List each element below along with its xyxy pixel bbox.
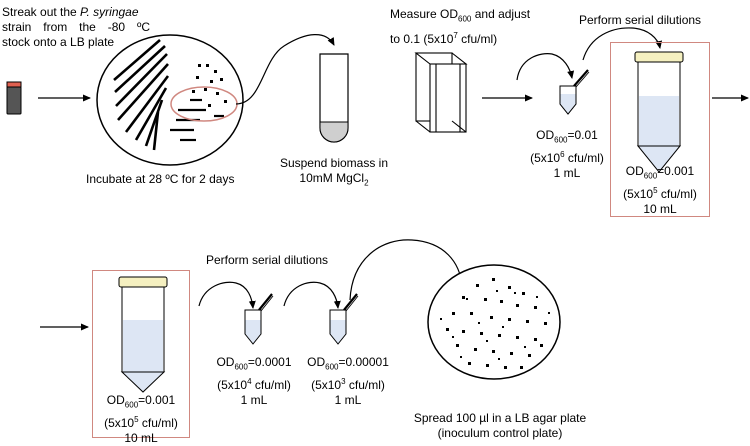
- highlight-box: [92, 270, 190, 438]
- stock-vial-icon: [6, 81, 22, 115]
- falcon-tube-icon: [118, 276, 168, 393]
- spread-label: Spread 100 µl in a LB agar plate (inocul…: [413, 411, 587, 440]
- small-tube-icon: [559, 69, 590, 115]
- suspension-tube-icon: [319, 53, 349, 143]
- curved-arrow-3: [582, 27, 663, 61]
- tube-d-label: OD600=0.0001 (5x104 cfu/ml) 1 mL: [216, 355, 292, 408]
- measure-label: Measure OD600 and adjust to 0.1 (5x107 c…: [390, 7, 531, 47]
- incubate-label: Incubate at 28 ºC for 2 days: [86, 172, 235, 186]
- curved-arrow-5: [283, 281, 341, 309]
- serial-dilutions-label: Perform serial dilutions: [579, 13, 702, 27]
- suspend-label: Suspend biomass in 10mM MgCl2: [279, 156, 389, 188]
- curved-arrow-4: [198, 281, 256, 309]
- curved-arrow-6: [349, 239, 465, 301]
- highlight-box: [610, 42, 710, 217]
- tube-c-label: OD600=0.001 (5x105 cfu/ml) 10 mL: [104, 393, 178, 446]
- tube-a-label: OD600=0.01 (5x106 cfu/ml) 1 mL: [530, 128, 604, 181]
- tube-e-label: OD600=0.00001 (5x103 cfu/ml) 1 mL: [307, 355, 389, 408]
- falcon-tube-icon: [634, 51, 684, 173]
- small-tube-icon: [329, 293, 359, 345]
- curved-arrow-1: [235, 34, 335, 105]
- colony-plate-icon: [427, 264, 561, 380]
- small-tube-icon: [244, 293, 274, 345]
- curved-arrow-2: [516, 53, 575, 81]
- streak-plate-icon: [96, 34, 244, 166]
- cuvette-icon: [414, 52, 468, 133]
- serial-dilutions-label: Perform serial dilutions: [206, 253, 329, 267]
- tube-b-label: OD600=0.001 (5x105 cfu/ml) 10 mL: [623, 164, 697, 217]
